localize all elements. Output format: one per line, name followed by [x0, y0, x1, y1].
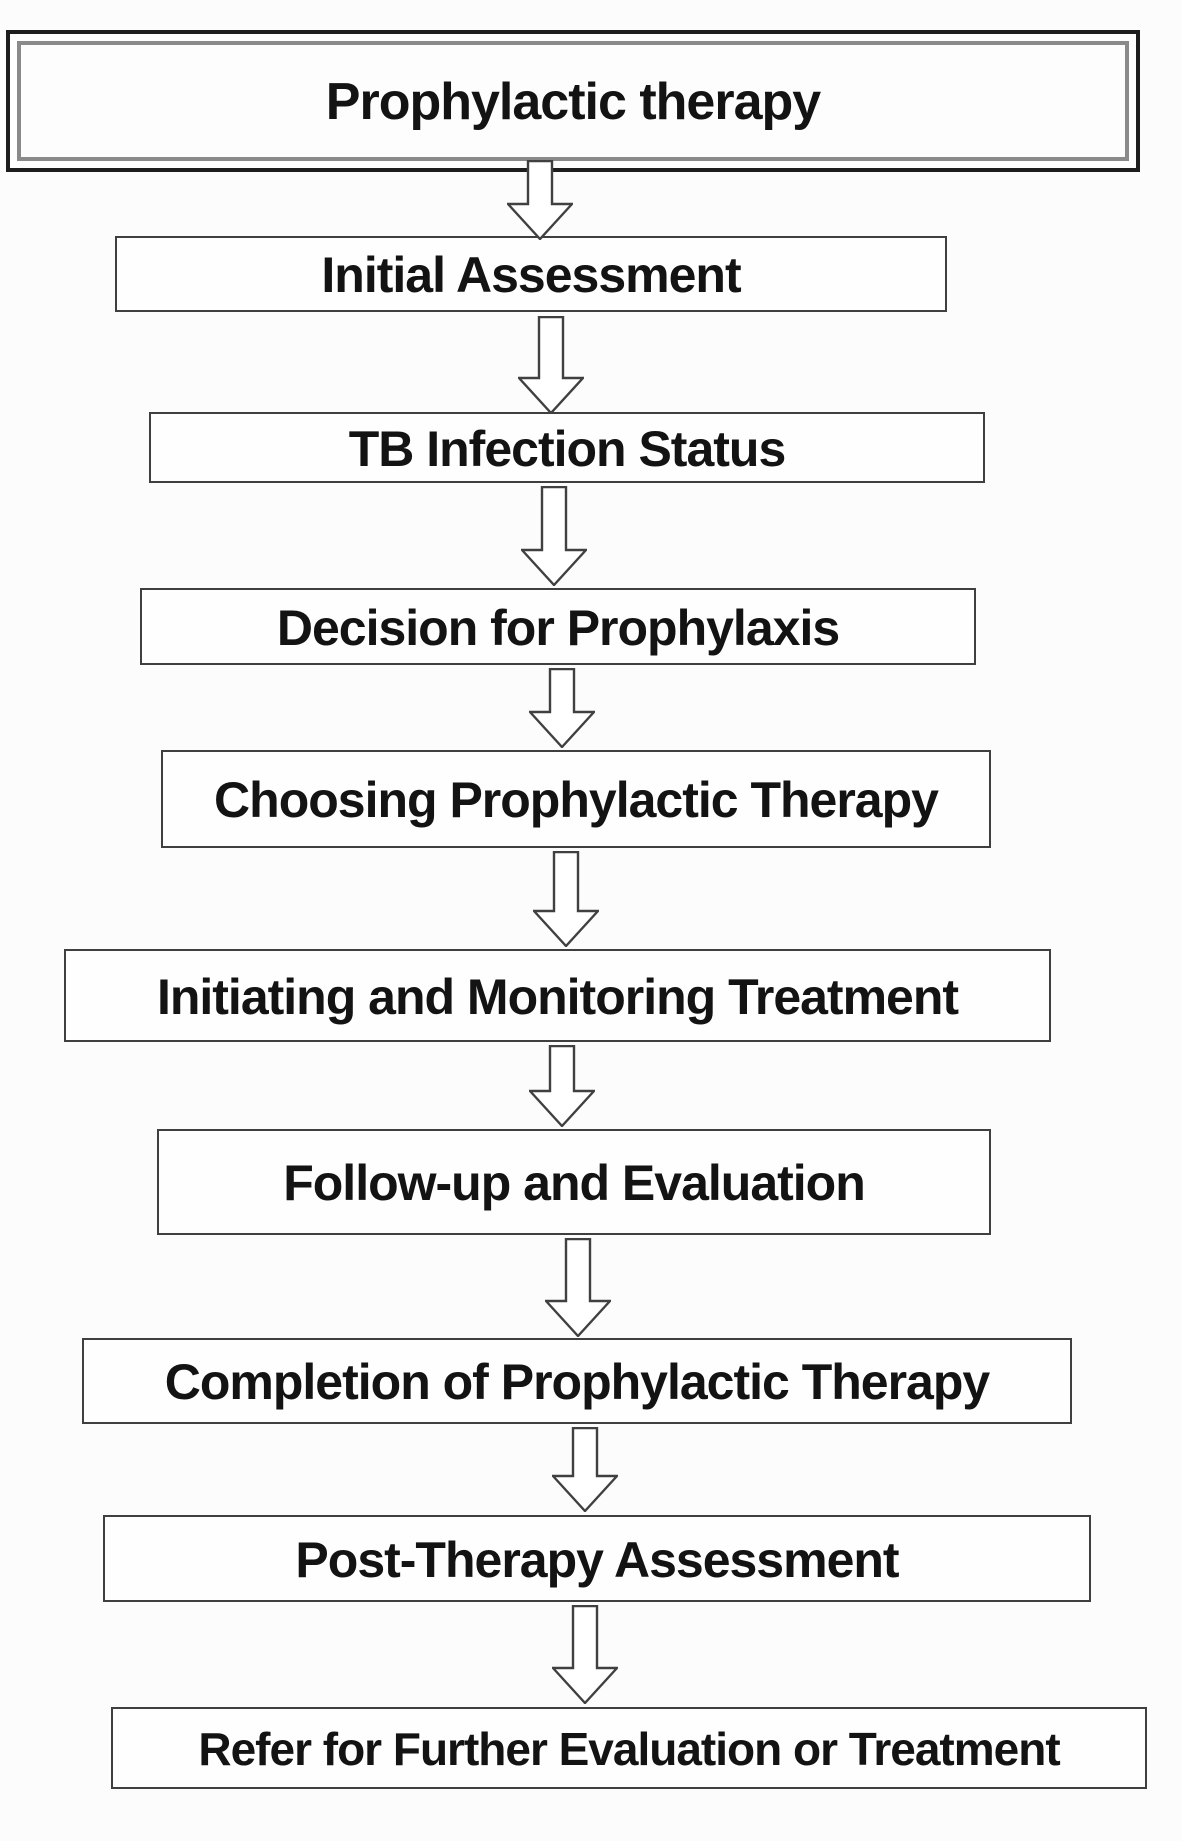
down-arrow-icon [507, 160, 573, 240]
down-arrow-icon [518, 316, 584, 414]
down-arrow-icon [529, 668, 595, 748]
down-arrow-icon [552, 1605, 618, 1704]
down-arrow-icon [545, 1238, 611, 1337]
step-label: Initial Assessment [321, 247, 741, 303]
step-label: Initiating and Monitoring Treatment [156, 968, 959, 1025]
step-label: Prophylactic therapy [325, 73, 821, 131]
step-label: Completion of Prophylactic Therapy [164, 1354, 990, 1410]
step-box-refer-for-further-evaluation-or-treatment: Refer for Further Evaluation or Treatmen… [111, 1707, 1147, 1789]
step-label: Refer for Further Evaluation or Treatmen… [198, 1723, 1060, 1775]
step-label: Choosing Prophylactic Therapy [214, 772, 939, 828]
step-box-tb-infection-status: TB Infection Status [149, 412, 985, 483]
step-label: Decision for Prophylaxis [276, 599, 840, 656]
down-arrow-icon [552, 1427, 618, 1512]
start-box-inner-frame: Prophylactic therapy [17, 41, 1129, 161]
step-label: Follow-up and Evaluation [283, 1155, 866, 1211]
down-arrow-icon [529, 1045, 595, 1127]
step-label: TB Infection Status [348, 420, 787, 477]
down-arrow-icon [521, 486, 587, 586]
step-box-choosing-prophylactic-therapy: Choosing Prophylactic Therapy [161, 750, 991, 848]
step-box-follow-up-and-evaluation: Follow-up and Evaluation [157, 1129, 991, 1235]
step-box-post-therapy-assessment: Post-Therapy Assessment [103, 1515, 1091, 1602]
step-box-decision-for-prophylaxis: Decision for Prophylaxis [140, 588, 976, 665]
down-arrow-icon [533, 851, 599, 947]
step-label: Post-Therapy Assessment [295, 1531, 899, 1588]
step-box-initial-assessment: Initial Assessment [115, 236, 947, 312]
step-box-prophylactic-therapy: Prophylactic therapy [6, 30, 1140, 172]
step-box-completion-of-prophylactic-therapy: Completion of Prophylactic Therapy [82, 1338, 1072, 1424]
step-box-initiating-and-monitoring-treatment: Initiating and Monitoring Treatment [64, 949, 1051, 1042]
